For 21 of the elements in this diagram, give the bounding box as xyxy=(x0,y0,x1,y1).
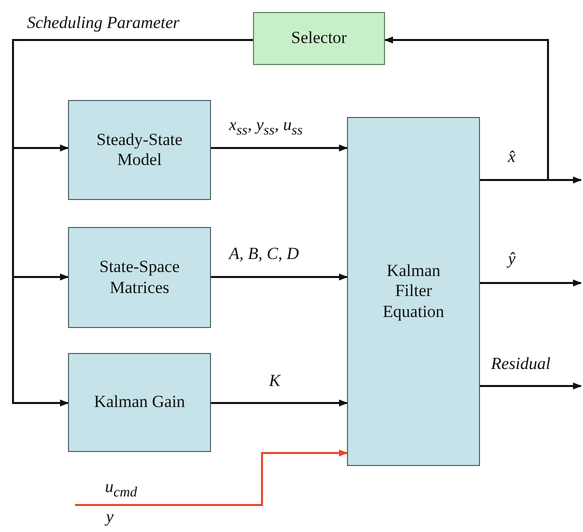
arrow xyxy=(211,144,348,152)
node-label: State-Space Matrices xyxy=(98,257,181,298)
edge-label: ŷ xyxy=(507,250,517,269)
edge-label: A, B, C, D xyxy=(228,245,300,264)
signal-label: y xyxy=(106,508,114,527)
node-label: Steady-State Model xyxy=(96,130,184,170)
edge-label: Scheduling Parameter xyxy=(26,14,180,33)
gain-box xyxy=(68,353,211,452)
node-label: Kalman Gain xyxy=(94,392,186,413)
arrow xyxy=(211,273,348,281)
arrow xyxy=(75,449,348,506)
filter-box xyxy=(347,117,480,466)
node-label: Selector xyxy=(291,28,347,49)
selector-box xyxy=(253,12,385,65)
model-box xyxy=(68,100,211,200)
arrow xyxy=(211,399,348,407)
arrow xyxy=(480,382,582,390)
arrow xyxy=(384,36,549,181)
matrices-box xyxy=(68,227,211,328)
arrow xyxy=(480,279,582,287)
node-label: Kalman Filter Equation xyxy=(382,260,446,322)
